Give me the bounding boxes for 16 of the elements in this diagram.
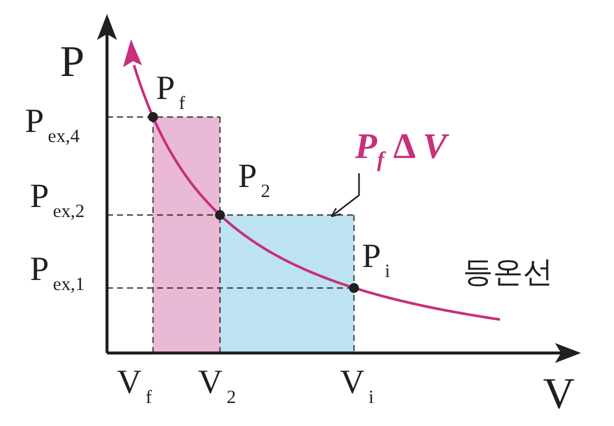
axis-label: V$_{i}$ [340,366,374,408]
axis-label: P$_{f}$ [156,72,186,114]
shaded-area [153,117,220,353]
axis-label: V$_{2}$ [198,366,236,408]
leader-arrow [330,173,360,218]
area-label: P$_{f}$ Δ V [355,128,447,172]
axis-label: P$_{ex,4}$ [25,105,80,147]
axis-label: P$_{ex,2}$ [30,180,85,222]
axis-label: V [543,372,575,416]
axis-label: V$_{f}$ [117,366,152,408]
curve-label: 등온선 [463,258,553,288]
axis-label: P$_{i}$ [362,240,390,282]
axis-label: P$_{ex,1}$ [30,253,85,295]
axis-label: P [60,40,84,84]
shaded-area [220,215,354,353]
axis-label: P$_{2}$ [238,160,270,202]
